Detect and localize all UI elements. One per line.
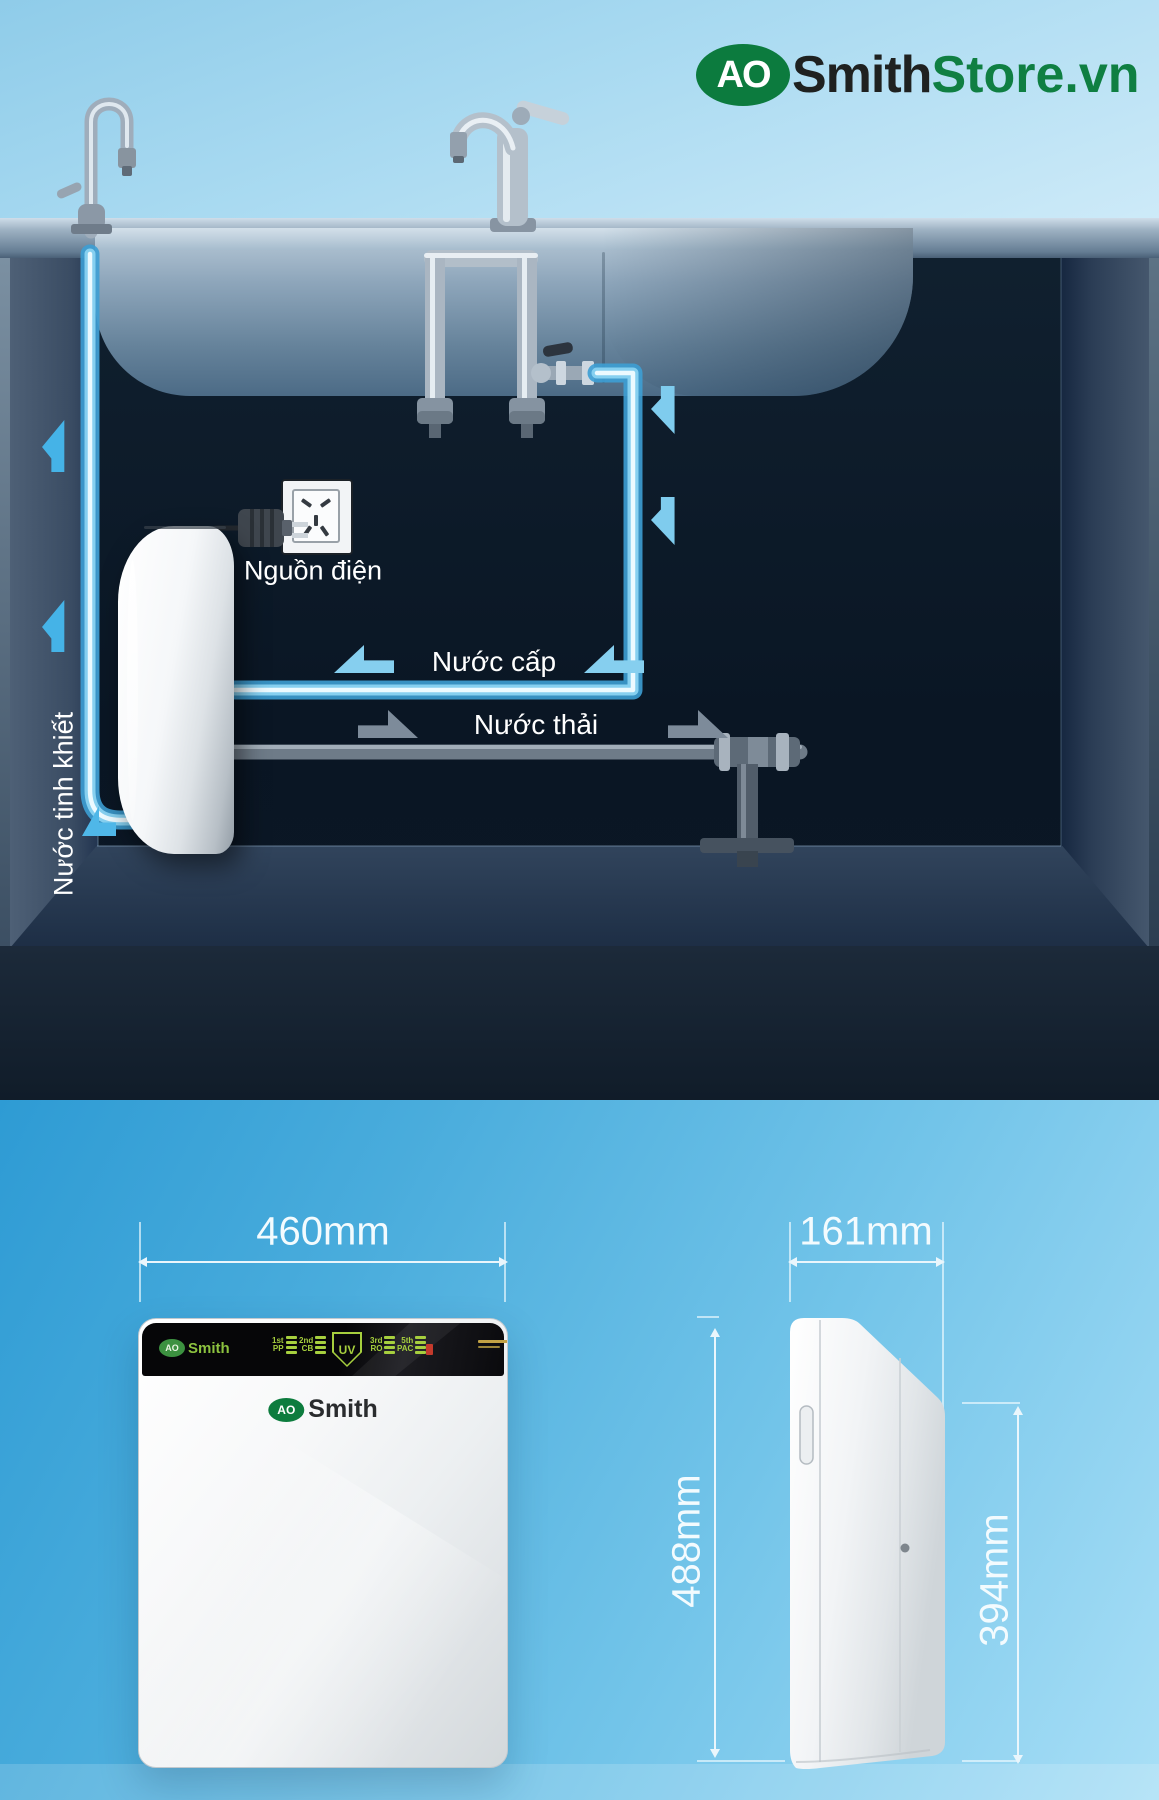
arrowhead-icon bbox=[936, 1257, 950, 1267]
led-bars-icon bbox=[384, 1336, 396, 1354]
power-outlet bbox=[281, 479, 353, 555]
cabinet-wall-right bbox=[1061, 258, 1149, 946]
side-depth-dimension: 161mm bbox=[799, 1209, 933, 1254]
side-handle-slot bbox=[799, 1405, 814, 1465]
filter-indicator-ro: 3rd RO bbox=[370, 1336, 396, 1354]
indicator-stage: 5th bbox=[401, 1336, 414, 1345]
dimension-line bbox=[710, 1328, 720, 1758]
arrowhead-icon bbox=[783, 1257, 797, 1267]
tick-line bbox=[697, 1316, 719, 1318]
supply-valve-icon bbox=[531, 342, 599, 385]
sink-shadow bbox=[602, 228, 913, 396]
water-purifier-unit bbox=[118, 526, 234, 854]
sink-divider bbox=[602, 251, 606, 383]
led-bars-icon bbox=[285, 1336, 297, 1354]
side-bottom-shadow bbox=[795, 1749, 931, 1763]
supply-pipe bbox=[225, 363, 643, 700]
indicator-code: PP bbox=[272, 1344, 284, 1353]
cabinet-floor bbox=[10, 846, 1149, 948]
uv-label: UV bbox=[334, 1334, 360, 1365]
screw-icon bbox=[900, 1543, 910, 1553]
panel-brand-logo: AO Smith bbox=[159, 1339, 230, 1357]
indicator-stage: 2nd bbox=[299, 1336, 314, 1345]
led-bars-icon bbox=[315, 1336, 327, 1354]
brand-smith-text: Smith bbox=[792, 46, 932, 104]
brand-store-text: Store bbox=[931, 46, 1065, 104]
face-brand-ellipse-icon: AO bbox=[268, 1397, 305, 1422]
brand-logo: AO Smith Store .vn bbox=[696, 40, 1140, 110]
cabinet-base bbox=[0, 946, 1159, 1100]
glass-sheen bbox=[139, 1432, 507, 1767]
indicator-code: PAC bbox=[397, 1344, 414, 1353]
arrowhead-icon bbox=[1013, 1401, 1023, 1415]
indicator-code: CB bbox=[301, 1344, 314, 1353]
brand-vn-text: .vn bbox=[1064, 46, 1140, 104]
front-width-dimension: 460mm bbox=[256, 1209, 390, 1254]
waste-water-label: Nước thải bbox=[473, 709, 599, 740]
purifier-front-view: AO Smith 1st PP 2nd CB UV bbox=[138, 1318, 508, 1768]
uv-shield-icon: UV bbox=[332, 1332, 362, 1367]
side-body bbox=[790, 1318, 945, 1769]
sink-rim bbox=[95, 228, 913, 250]
purifier-side-view bbox=[790, 1318, 945, 1769]
front-height-dimension: 488mm bbox=[664, 1474, 709, 1608]
sink-riser-pipes-icon bbox=[417, 250, 545, 438]
model-text-plate bbox=[478, 1340, 507, 1351]
bottom-light-strip bbox=[0, 1764, 1159, 1800]
dimension-line bbox=[1013, 1406, 1023, 1764]
supply-water-label: Nước cấp bbox=[431, 646, 557, 677]
arrowhead-icon bbox=[710, 1323, 720, 1337]
filter-indicator-cb: 2nd CB bbox=[299, 1336, 327, 1354]
outlet-slot bbox=[314, 515, 318, 526]
side-height-dimension: 394mm bbox=[972, 1513, 1017, 1647]
ro-faucet-icon bbox=[56, 97, 136, 239]
panel-brand-ellipse-icon: AO bbox=[159, 1339, 185, 1357]
purifier-top-edge bbox=[144, 526, 226, 529]
filter-indicator-pp: 1st PP bbox=[272, 1336, 297, 1354]
cabinet-outer-right bbox=[1149, 258, 1159, 946]
arrowhead-icon bbox=[499, 1257, 513, 1267]
panel-brand-text: Smith bbox=[188, 1339, 230, 1357]
arrowhead-icon bbox=[1013, 1755, 1023, 1769]
display-panel: AO Smith 1st PP 2nd CB UV bbox=[142, 1323, 507, 1376]
led-bars-icon bbox=[415, 1336, 427, 1354]
arrowhead-icon bbox=[710, 1749, 720, 1763]
indicator-stage: 3rd bbox=[370, 1336, 383, 1345]
dimension-line bbox=[788, 1257, 945, 1267]
tick-line bbox=[962, 1402, 1020, 1404]
extension-line bbox=[942, 1222, 944, 1410]
power-plug-icon bbox=[238, 509, 308, 547]
waste-pipe bbox=[225, 733, 808, 867]
power-label: Nguồn điện bbox=[243, 555, 383, 586]
cabinet-outer-left bbox=[0, 258, 10, 946]
dimension-line bbox=[138, 1257, 508, 1267]
face-brand-text: Smith bbox=[308, 1395, 378, 1423]
filter-indicator-pac: 5th PAC bbox=[397, 1336, 427, 1354]
tick-line bbox=[962, 1760, 1020, 1762]
brand-ellipse-icon: AO bbox=[696, 44, 790, 106]
installation-diagram-graphics bbox=[56, 97, 808, 867]
cabinet-corner-right bbox=[1060, 258, 1062, 898]
arrowhead-icon bbox=[133, 1257, 147, 1267]
kitchen-faucet-icon bbox=[450, 100, 570, 232]
tick-line bbox=[697, 1760, 785, 1762]
face-brand-logo: AO Smith bbox=[268, 1395, 378, 1424]
cabinet-floor-edge bbox=[97, 845, 1061, 847]
purifier-highlight bbox=[127, 560, 138, 820]
power-led-icon bbox=[426, 1344, 433, 1355]
indicator-code: RO bbox=[370, 1344, 383, 1353]
pure-water-label: Nước tinh khiết bbox=[48, 711, 79, 897]
sky-background bbox=[0, 0, 1159, 218]
indicator-stage: 1st bbox=[272, 1336, 284, 1345]
